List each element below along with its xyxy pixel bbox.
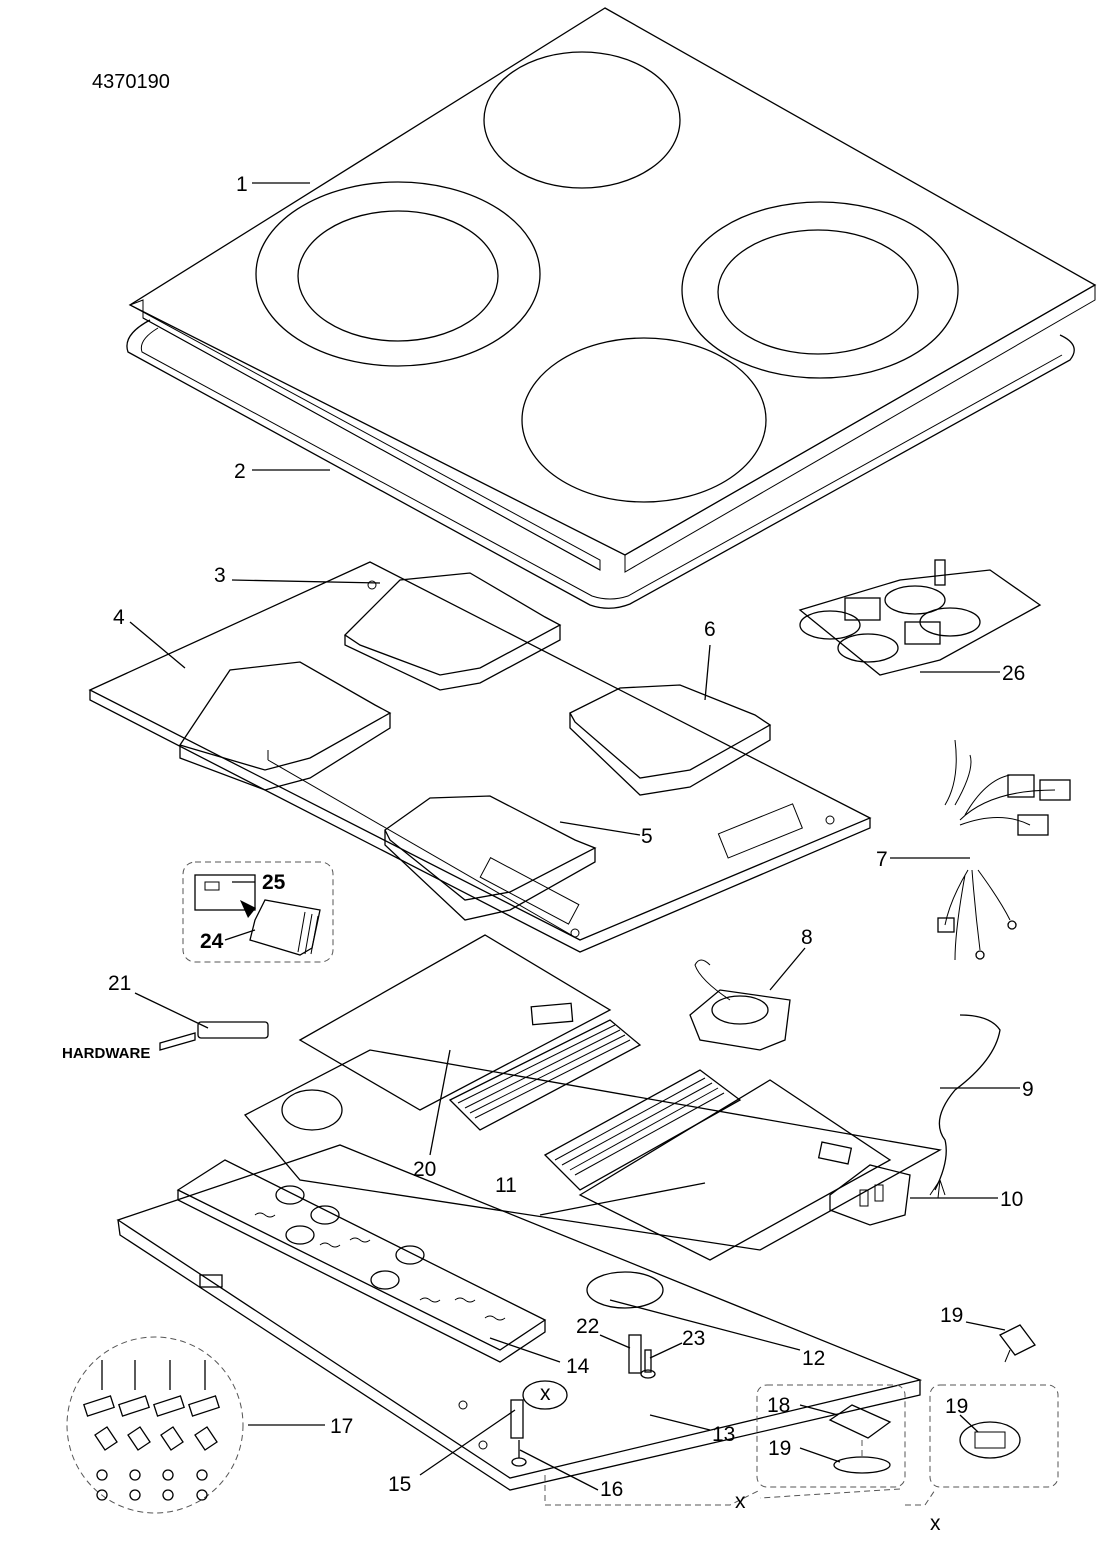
callout-23: 23 [682, 1327, 705, 1350]
connector-part-21 [159, 1021, 269, 1051]
module-inset-24-25 [182, 861, 334, 963]
callout-26: 26 [1002, 662, 1025, 685]
spring-part-15 [510, 1399, 524, 1439]
terminal-block-part-10 [829, 1164, 911, 1226]
radiant-burner-6 [569, 684, 772, 796]
control-board-part-14 [176, 1159, 547, 1363]
leader-lines [129, 182, 1020, 1491]
spring-part-22 [628, 1334, 642, 1374]
callout-24: 24 [200, 930, 224, 953]
callout-25: 25 [262, 871, 286, 894]
marker-x-inset-19: x [930, 1512, 941, 1535]
callout-14: 14 [566, 1355, 590, 1378]
control-harness-part-26 [798, 559, 1042, 676]
callout-2: 2 [234, 460, 246, 483]
callout-5: 5 [641, 825, 653, 848]
callout-15: 15 [388, 1473, 411, 1496]
cooling-fan-part-8 [689, 959, 791, 1051]
burner-ring-front [521, 337, 767, 503]
hardware-label: HARDWARE [62, 1045, 150, 1062]
burner-ring-left-outer [255, 181, 541, 367]
burner-ring-left-inner [297, 210, 499, 342]
callout-11: 11 [495, 1174, 517, 1197]
glass-top-surface [128, 7, 1097, 556]
callout-9: 9 [1022, 1078, 1034, 1101]
burner-ring-rear [483, 51, 681, 189]
inset-19 [929, 1384, 1059, 1488]
insulation-sheet [243, 1049, 942, 1309]
callout-16: 16 [600, 1478, 623, 1501]
power-board-part-11 [543, 1069, 892, 1261]
stud-part-23 [640, 1349, 656, 1379]
callout-10: 10 [1000, 1188, 1023, 1211]
callout-3: 3 [214, 564, 226, 587]
callout-20: 20 [413, 1158, 436, 1181]
hardware-kit-part-17 [66, 1336, 244, 1514]
radiant-burner-3 [343, 572, 562, 691]
callout-21: 21 [108, 972, 131, 995]
wire-harness-part-7 [937, 739, 1071, 961]
burner-ring-right-inner [717, 229, 919, 355]
burner-tray-part [88, 561, 872, 953]
base-pan-part-13 [116, 1144, 923, 1491]
callout-4: 4 [113, 606, 125, 629]
callout-1: 1 [236, 173, 248, 196]
power-board-part-20 [298, 934, 642, 1131]
callout-17: 17 [330, 1415, 353, 1438]
clip-part-19 [999, 1324, 1036, 1363]
burner-ring-right-outer [681, 201, 959, 379]
power-cable-part-9 [929, 1014, 1001, 1199]
radiant-burner-5 [384, 795, 597, 921]
callout-7: 7 [876, 848, 888, 871]
screw-part-16 [511, 1440, 527, 1467]
callout-18: 18 [767, 1394, 790, 1417]
callout-labels: 1 2 3 4 5 6 7 8 9 10 11 12 13 14 15 16 1… [62, 173, 1034, 1535]
callout-22: 22 [576, 1315, 599, 1338]
inset-18-19 [756, 1384, 906, 1499]
marker-x-inset-18: x [735, 1490, 746, 1513]
marker-x-base: x [540, 1382, 551, 1405]
callout-12: 12 [802, 1347, 825, 1370]
callout-19-clip: 19 [940, 1304, 963, 1327]
callout-8: 8 [801, 926, 813, 949]
glass-cooktop-part [128, 7, 1097, 573]
radiant-burner-4 [178, 661, 392, 791]
callout-19-cap: 19 [945, 1395, 968, 1418]
document-number: 4370190 [92, 71, 170, 93]
callout-13: 13 [712, 1423, 735, 1446]
callout-19-inset: 19 [768, 1437, 791, 1460]
gasket-frame-part [126, 319, 1075, 609]
callout-6: 6 [704, 618, 716, 641]
